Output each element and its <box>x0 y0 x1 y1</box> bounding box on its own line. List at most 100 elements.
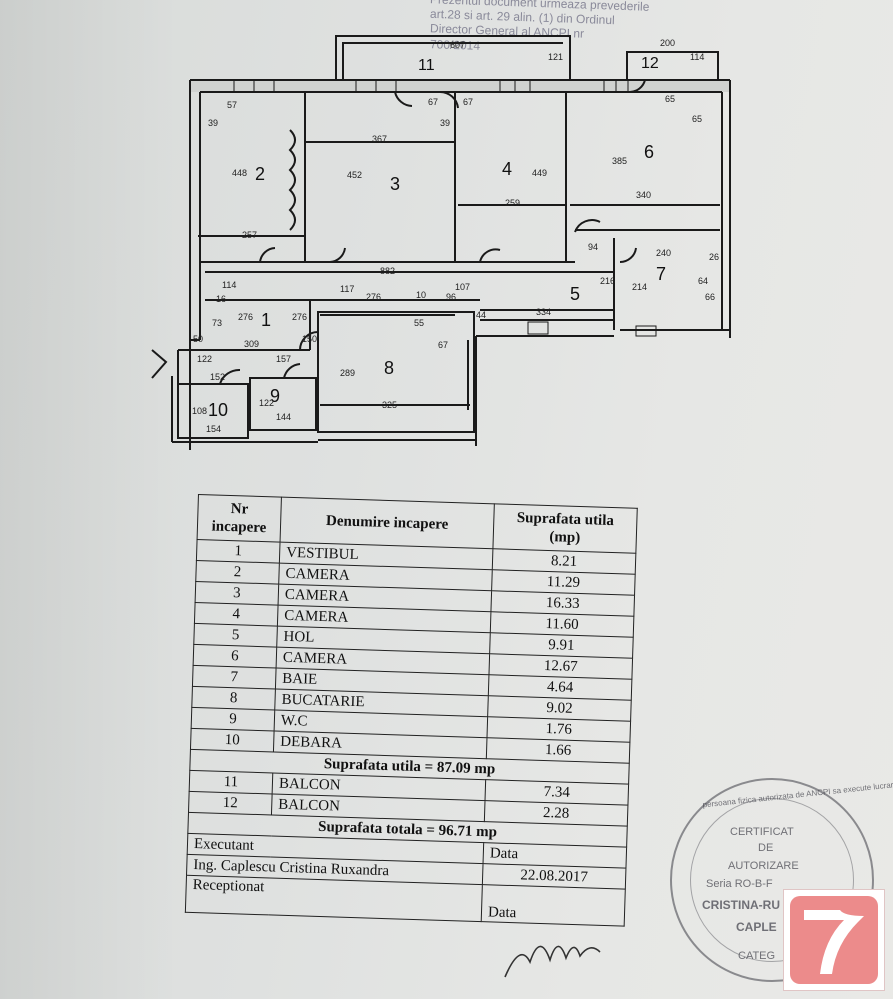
cell-nr: 11 <box>189 770 273 794</box>
plan-walls <box>151 35 731 450</box>
dim-label: 94 <box>588 242 598 252</box>
cell-nr: 5 <box>193 623 278 648</box>
room-11-label: 11 <box>418 57 435 74</box>
dim-label: 144 <box>276 412 291 422</box>
signature <box>504 945 601 978</box>
dim-label: 122 <box>259 398 274 408</box>
dim-label: 259 <box>505 198 520 208</box>
col-header-nr: Nr incapere <box>197 494 282 543</box>
stamp-line-4: Seria RO-B-F <box>706 878 773 890</box>
stamp-inner-ring <box>690 798 854 962</box>
dim-label: 240 <box>656 248 671 258</box>
dim-label: 367 <box>372 134 387 144</box>
dim-label: 117 <box>340 284 354 294</box>
cell-nr: 6 <box>193 644 277 669</box>
dim-label: 309 <box>244 339 259 349</box>
cell-nr: 1 <box>196 539 281 564</box>
cell-nr: 4 <box>194 602 279 627</box>
dim-label: 882 <box>380 266 395 276</box>
room-1-label: 1 <box>261 310 271 330</box>
dim-label: 65 <box>665 94 675 104</box>
room-labels: 2 3 4 6 5 7 1 8 9 10 11 12 <box>208 55 666 420</box>
dim-label: 154 <box>206 424 221 434</box>
dim-label: 39 <box>440 118 450 128</box>
room-2-label: 2 <box>255 164 265 184</box>
stamp-line-7: CATEG <box>738 950 776 962</box>
dim-label: 107 <box>455 282 470 292</box>
dim-label: 334 <box>536 307 551 317</box>
dim-label: 325 <box>382 400 397 410</box>
cell-nr: 2 <box>195 560 280 585</box>
brand-logo <box>783 889 885 991</box>
dim-label: 73 <box>212 318 222 328</box>
stamp-line-3: AUTORIZARE <box>728 860 799 872</box>
dim-label: 200 <box>660 38 675 48</box>
room-area-table: Nr incapere Denumire incapere Suprafata … <box>185 494 638 927</box>
dim-label: 449 <box>532 168 547 178</box>
plan-windows <box>233 79 657 337</box>
stamp-line-5: CRISTINA-RU <box>702 898 780 912</box>
dim-label: 114 <box>222 280 236 290</box>
cell-nr: 7 <box>192 665 277 690</box>
dim-label: 39 <box>208 118 218 128</box>
room-3-label: 3 <box>390 174 400 194</box>
dim-label: 10 <box>416 290 426 300</box>
room-table-wrapper: Nr incapere Denumire incapere Suprafata … <box>184 494 668 959</box>
data-label-2: Data <box>481 884 626 927</box>
dim-label: 50 <box>193 334 203 344</box>
floor-plan: 2 3 4 6 5 7 1 8 9 10 11 12 607 121 200 1… <box>151 35 731 450</box>
dim-label: 607 <box>450 40 465 50</box>
dim-label: 276 <box>238 312 253 322</box>
cell-nr: 8 <box>191 686 276 711</box>
dim-label: 67 <box>463 97 473 107</box>
dim-label: 55 <box>414 318 424 328</box>
col-header-area: Suprafata utila (mp) <box>492 503 638 554</box>
cell-nr: 10 <box>190 728 275 752</box>
dim-label: 66 <box>705 292 715 302</box>
dim-label: 276 <box>292 312 307 322</box>
receptionat-label: Receptionat <box>185 875 483 922</box>
dim-label: 108 <box>192 406 207 416</box>
cell-nr: 9 <box>191 707 275 732</box>
dim-label: 96 <box>446 292 456 302</box>
room-12-label: 12 <box>641 55 659 72</box>
cell-nr: 12 <box>188 791 273 815</box>
stamp-line-6: CAPLE <box>736 920 777 934</box>
dim-label: 340 <box>636 190 651 200</box>
dim-label: 216 <box>600 276 615 286</box>
cell-nr: 3 <box>195 581 279 606</box>
dim-label: 157 <box>276 354 291 364</box>
brand-logo-icon <box>790 896 878 984</box>
room-4-label: 4 <box>502 159 512 179</box>
dim-label: 448 <box>232 168 247 178</box>
dim-label: 16 <box>216 294 226 304</box>
dim-label: 385 <box>612 156 627 166</box>
dim-label: 122 <box>197 354 212 364</box>
dim-label: 26 <box>709 252 719 262</box>
dim-label: 214 <box>632 282 647 292</box>
room-10-label: 10 <box>208 400 228 420</box>
room-7-label: 7 <box>656 264 666 284</box>
dim-label: 152 <box>210 372 225 382</box>
dim-label: 276 <box>366 292 381 302</box>
dim-label: 257 <box>242 230 257 240</box>
authorization-stamp: persoana fizica autorizata de ANCPI sa e… <box>670 776 893 982</box>
dim-label: 44 <box>476 310 486 320</box>
dim-label: 67 <box>428 97 438 107</box>
stamp-line-1: CERTIFICAT <box>730 826 794 838</box>
dim-label: 289 <box>340 368 355 378</box>
room-8-label: 8 <box>384 358 394 378</box>
dim-label: 114 <box>690 52 704 62</box>
dim-label: 150 <box>302 334 317 344</box>
dim-label: 57 <box>227 100 237 110</box>
room-5-label: 5 <box>570 284 580 304</box>
dim-label: 67 <box>438 340 448 350</box>
dim-label: 452 <box>347 170 362 180</box>
dimension-labels: 607 121 200 114 57 39 367 67 39 67 65 65… <box>192 38 719 434</box>
dim-label: 121 <box>548 52 563 62</box>
dim-label: 64 <box>698 276 708 286</box>
room-9-label: 9 <box>270 386 280 406</box>
stamp-line-2: DE <box>758 842 774 854</box>
dim-label: 65 <box>692 114 702 124</box>
